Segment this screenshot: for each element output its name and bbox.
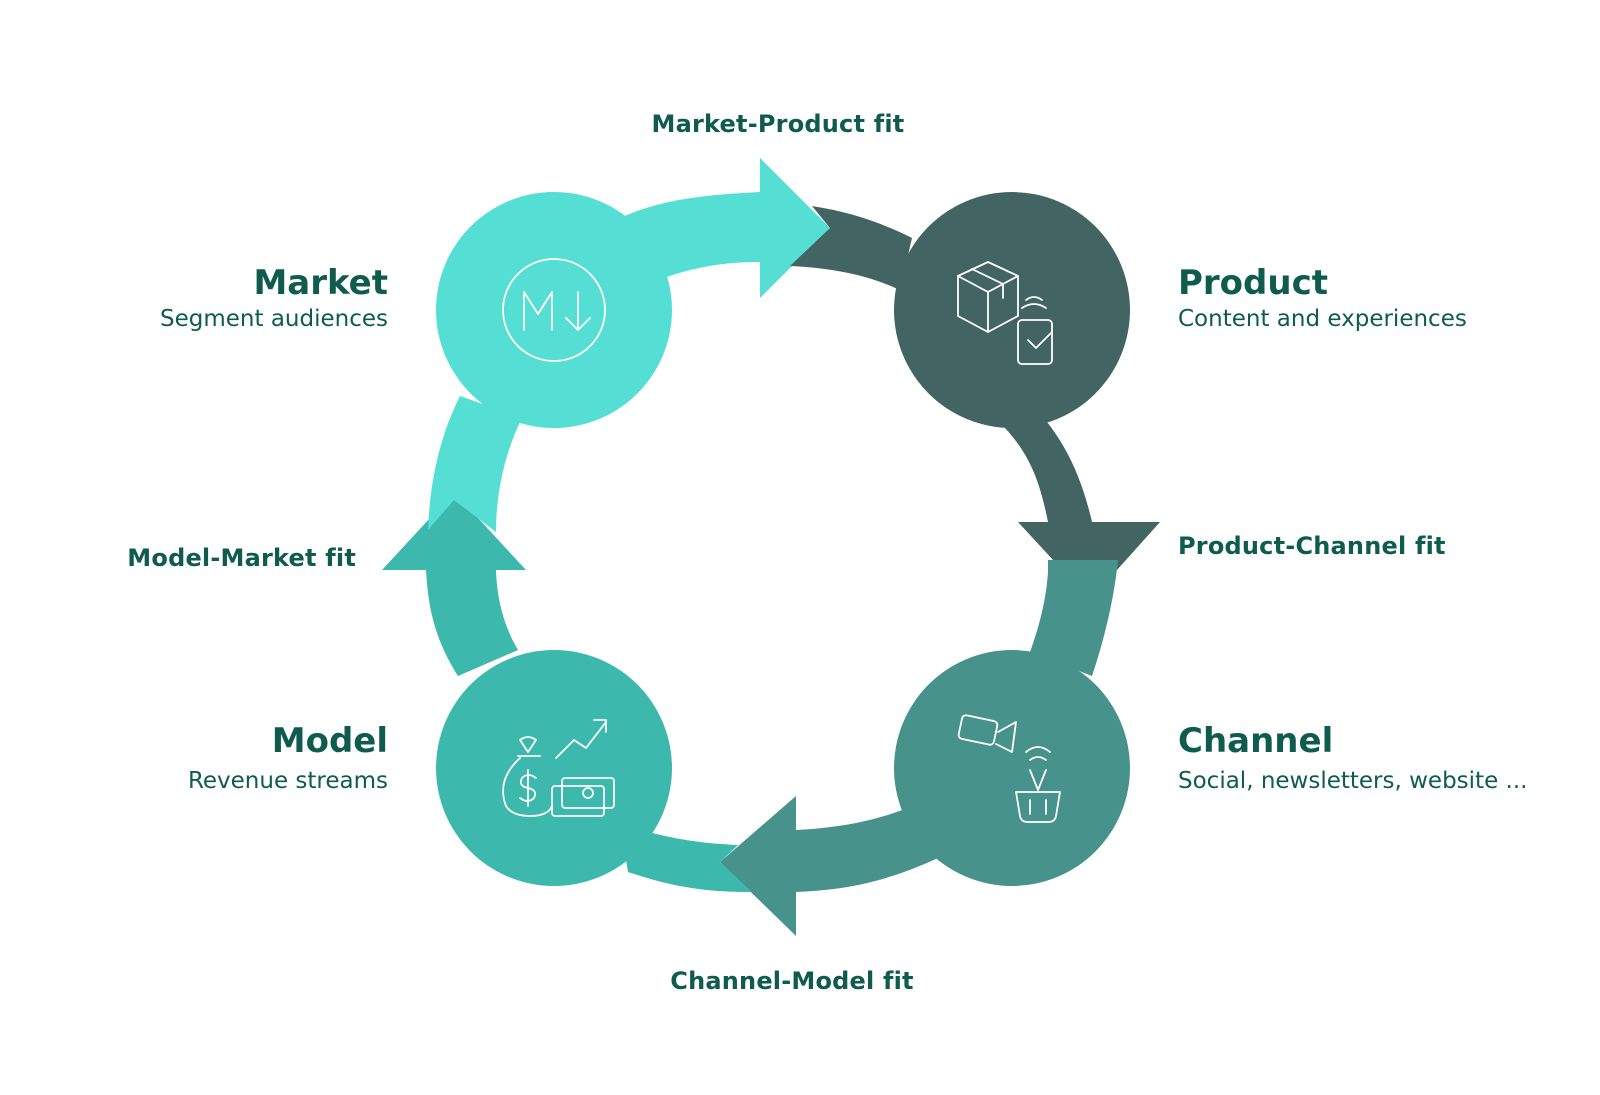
product-subtitle: Content and experiences [1178, 306, 1467, 332]
arrow-product-to-channel [1005, 395, 1160, 600]
markdown-down-arrow-icon [502, 258, 606, 362]
model-title: Model [272, 721, 388, 761]
market-subtitle: Segment audiences [160, 306, 388, 332]
arc-model-bottom [620, 824, 752, 892]
box-and-phone-icon [957, 261, 1053, 365]
market-circle [436, 192, 672, 428]
arrow-model-to-market [382, 492, 526, 676]
product-circle [894, 192, 1130, 428]
model-subtitle: Revenue streams [188, 768, 388, 794]
channel-title: Channel [1178, 721, 1333, 761]
camera-and-basket-icon [957, 714, 1061, 823]
arc-product-top [790, 206, 912, 290]
money-bag-and-growth-icon [502, 719, 615, 817]
channel-circle [894, 650, 1130, 886]
fit-product-channel: Product-Channel fit [1178, 532, 1446, 560]
arrow-market-to-product [620, 158, 830, 298]
arc-market-left [428, 396, 522, 532]
product-title: Product [1178, 263, 1328, 303]
fit-model-market: Model-Market fit [127, 544, 356, 572]
channel-subtitle: Social, newsletters, website ... [1178, 768, 1527, 794]
model-circle [436, 650, 672, 886]
fit-channel-model: Channel-Model fit [670, 967, 913, 995]
fit-market-product: Market-Product fit [652, 110, 905, 138]
arrow-channel-to-model [720, 796, 938, 936]
market-title: Market [253, 263, 388, 303]
arc-channel-right [1030, 560, 1118, 676]
